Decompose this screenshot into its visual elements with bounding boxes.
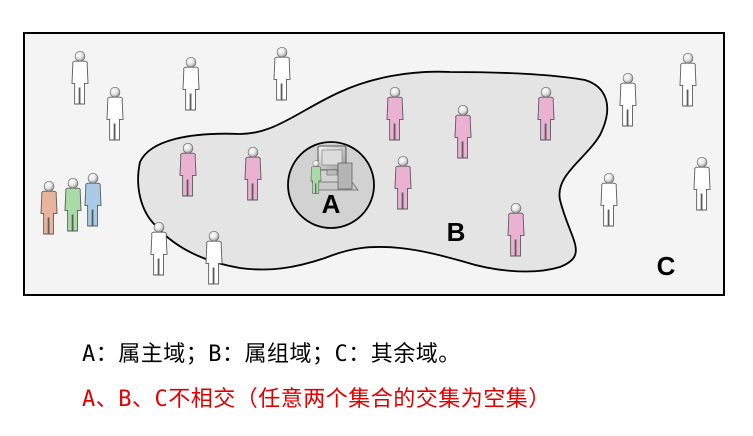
computer-icon	[311, 145, 359, 191]
region-b-label: B	[447, 217, 466, 247]
region-a-label: A	[322, 189, 341, 219]
legend-line-1: A：属主域；B：属组域；C：其余域。	[82, 342, 461, 367]
region-c-label: C	[657, 251, 676, 281]
legend-line-2: A、B、C不相交（任意两个集合的交集为空集）	[82, 387, 551, 412]
